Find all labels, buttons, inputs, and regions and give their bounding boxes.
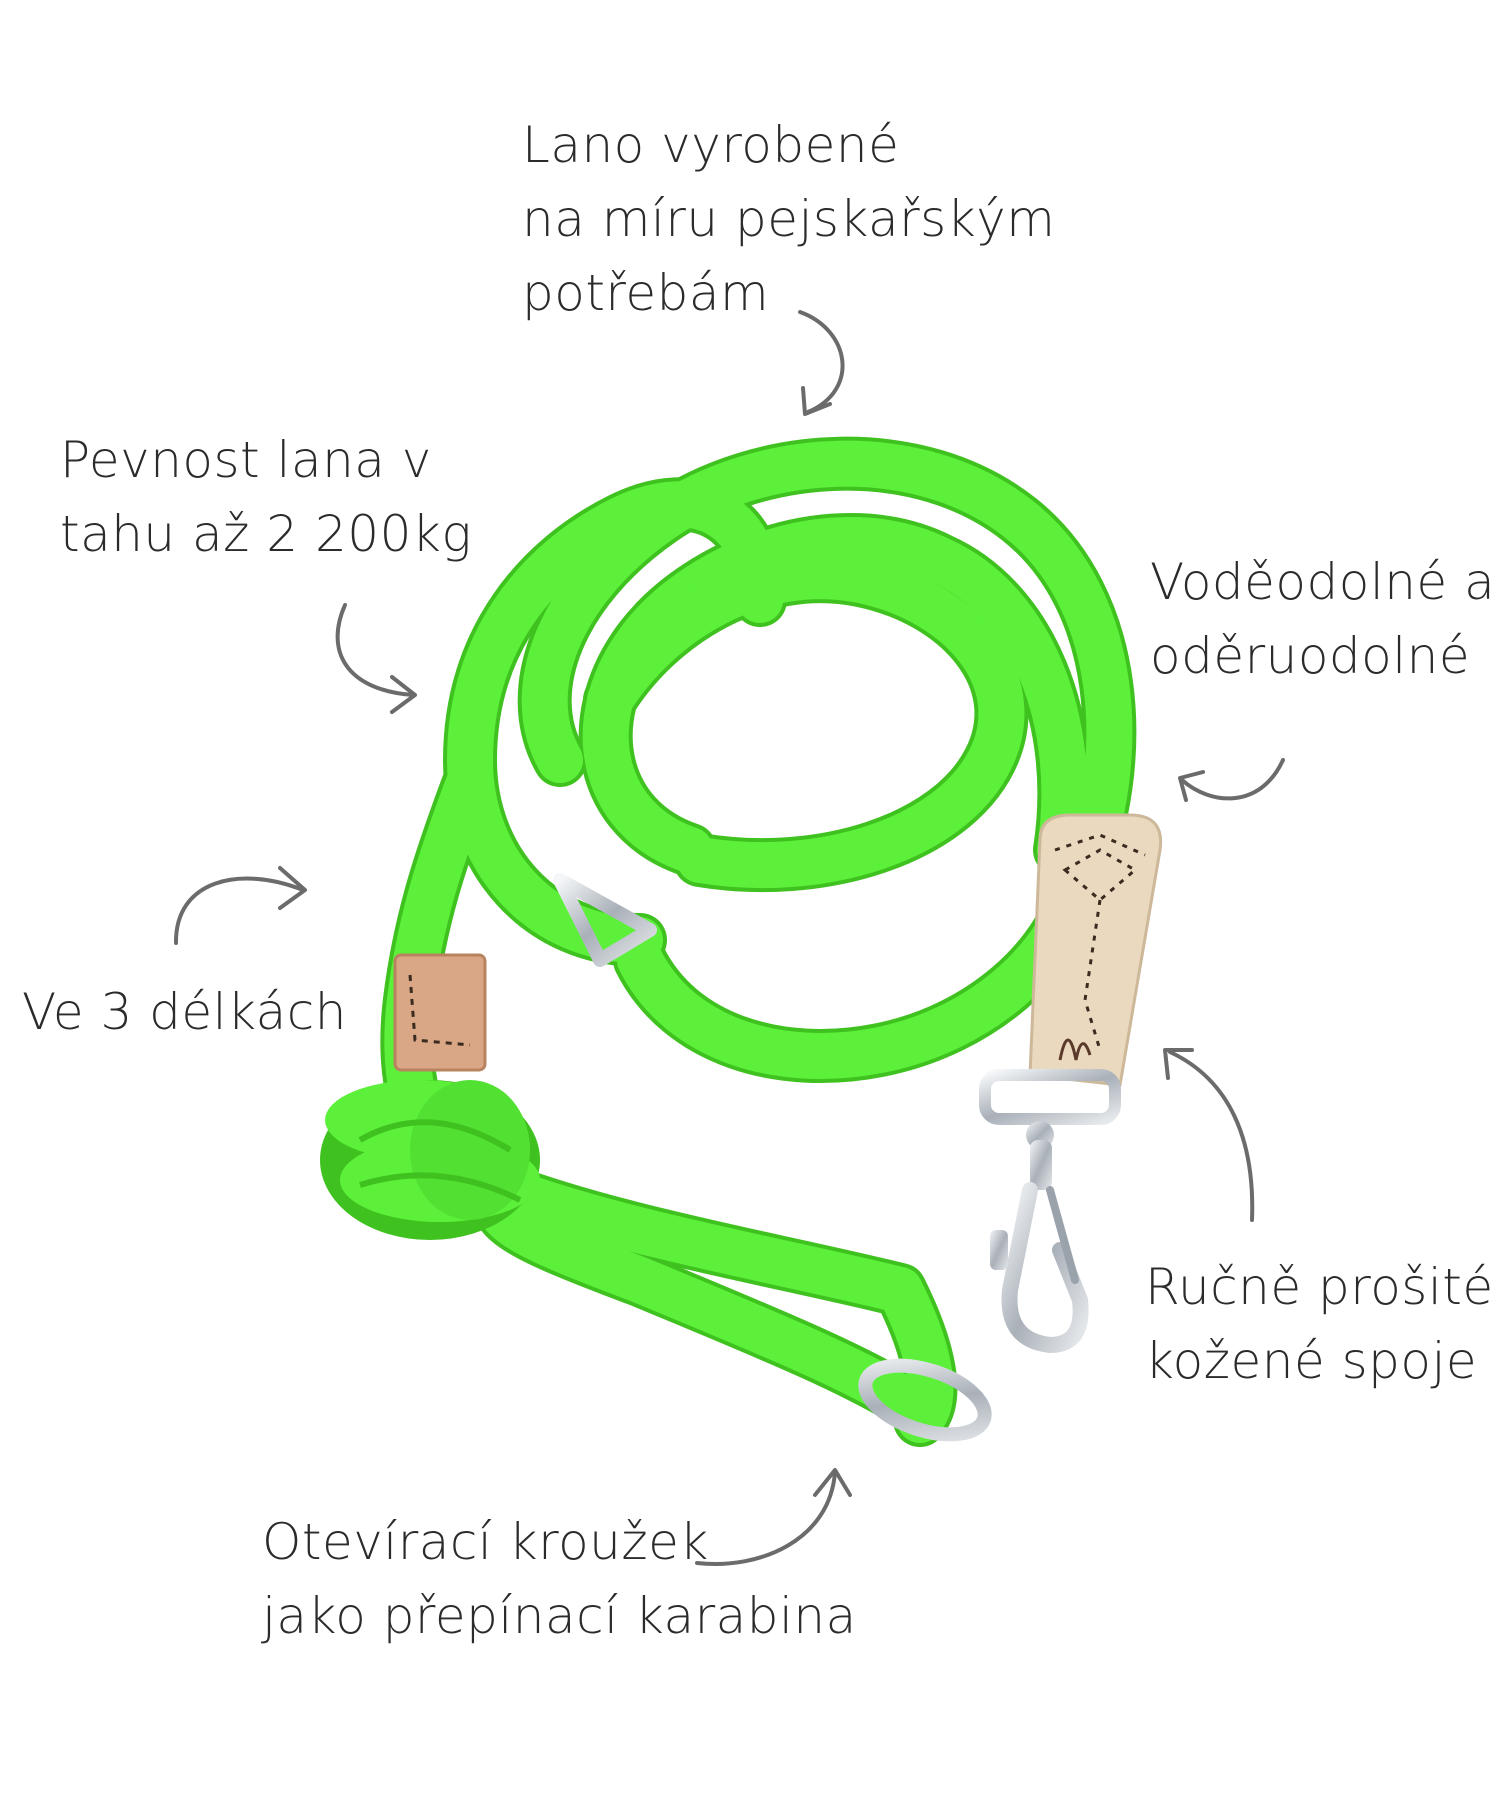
annotation-line: Otevírací kroužek [262, 1513, 709, 1571]
annotation-line: tahu až 2 200kg [60, 505, 472, 563]
rope-knot [320, 1080, 540, 1240]
annotation-strength: Pevnost lana v tahu až 2 200kg [60, 423, 472, 571]
annotation-stitched: Ručně prošité kožené spoje [1145, 1250, 1494, 1398]
annotation-line: Lano vyrobené [522, 116, 900, 174]
annotation-line: kožené spoje [1145, 1332, 1478, 1390]
annotation-line: oděruodolné [1150, 627, 1471, 685]
annotation-line: Ve 3 délkách [22, 983, 347, 1041]
annotation-line: Pevnost lana v [60, 431, 432, 489]
inner-d-ring [553, 873, 657, 967]
annotation-rope-custom: Lano vyrobené na míru pejskařským potřeb… [522, 108, 1055, 330]
annotation-waterproof: Voděodolné a oděruodolné [1150, 545, 1495, 693]
leather-cuff-small [393, 953, 487, 1072]
annotation-line: Ručně prošité [1145, 1258, 1494, 1316]
annotation-lengths: Ve 3 délkách [22, 975, 347, 1049]
snap-hook [979, 1069, 1121, 1354]
annotation-ring: Otevírací kroužek jako přepínací karabin… [262, 1505, 857, 1653]
annotation-line: na míru pejskařským [522, 190, 1056, 248]
annotation-line: Voděodolné a [1150, 553, 1496, 611]
bottom-o-ring [858, 1358, 992, 1442]
rope [380, 436, 1137, 1447]
annotation-line: potřebám [522, 264, 770, 322]
curved-arrow-icon [173, 310, 1285, 1566]
annotation-line: jako přepínací karabina [262, 1587, 857, 1645]
leather-connector [1028, 813, 1163, 1087]
